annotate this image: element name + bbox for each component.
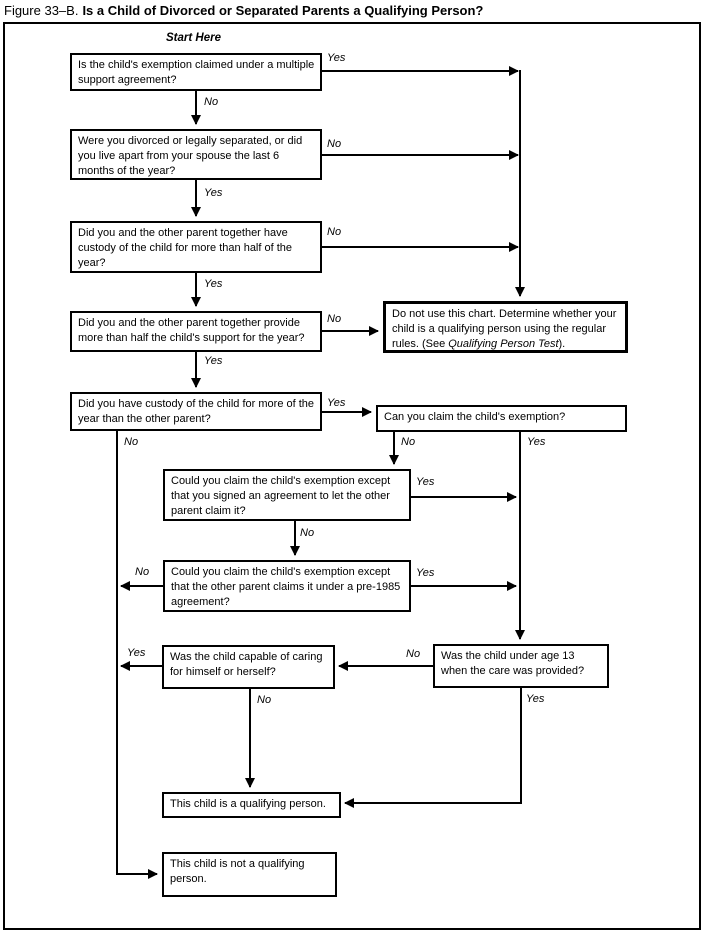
edge-label-under13-no: No bbox=[406, 648, 421, 660]
node-self-care-question: Was the child capable of caring for hims… bbox=[162, 645, 335, 689]
node-joint-custody-question: Did you and the other parent together ha… bbox=[70, 221, 322, 273]
edge-label-q6-yes: Yes bbox=[416, 476, 435, 488]
node-pre1985-agreement-question: Could you claim the child's exemption ex… bbox=[163, 560, 411, 612]
node-custody-majority-question: Did you have custody of the child for mo… bbox=[70, 392, 322, 431]
node-text: Did you and the other parent together pr… bbox=[78, 317, 305, 344]
node-divorced-separated-question: Were you divorced or legally separated, … bbox=[70, 129, 322, 180]
node-qualifying-person-result: This child is a qualifying person. bbox=[162, 792, 341, 818]
node-joint-support-question: Did you and the other parent together pr… bbox=[70, 311, 322, 352]
edge-label-canclaim-no: No bbox=[401, 436, 416, 448]
edge-label-q5-no: No bbox=[124, 436, 139, 448]
node-signed-agreement-question: Could you claim the child's exemption ex… bbox=[163, 469, 411, 521]
edge-under13-yes-line bbox=[344, 688, 522, 808]
figure-title-text: Is a Child of Divorced or Separated Pare… bbox=[82, 3, 484, 18]
node-text: Is the child's exemption claimed under a… bbox=[78, 59, 315, 86]
edge-label-q6-no: No bbox=[300, 527, 315, 539]
edge-label-q1-yes: Yes bbox=[327, 52, 346, 64]
node-do-not-use-chart-result: Do not use this chart. Determine whether… bbox=[383, 301, 628, 353]
edge-label-q1-no: No bbox=[204, 96, 219, 108]
node-text: Could you claim the child's exemption ex… bbox=[171, 566, 401, 608]
node-text: Was the child capable of caring for hims… bbox=[170, 651, 323, 678]
figure-title: Figure 33–B.Is a Child of Divorced or Se… bbox=[4, 3, 483, 18]
node-text: Could you claim the child's exemption ex… bbox=[171, 475, 391, 517]
node-text: Was the child under age 13 when the care… bbox=[441, 650, 585, 677]
node-text: Did you and the other parent together ha… bbox=[78, 227, 293, 269]
edge-label-q7-yes: Yes bbox=[416, 567, 435, 579]
node-text: This child is not a qualifying person. bbox=[170, 858, 305, 885]
node-text-italic: Qualifying Person Test bbox=[448, 338, 559, 350]
edge-label-under13-yes: Yes bbox=[526, 693, 545, 705]
edge-label-q4-yes: Yes bbox=[204, 355, 223, 367]
edge-label-q3-no: No bbox=[327, 226, 342, 238]
node-text-pre: Do not use this chart. Determine whether… bbox=[392, 308, 617, 350]
edge-label-q5-yes: Yes bbox=[327, 397, 346, 409]
edge-label-q7-no: No bbox=[135, 566, 150, 578]
node-claim-exemption-question: Can you claim the child's exemption? bbox=[376, 405, 627, 432]
edge-label-q8-no: No bbox=[257, 694, 272, 706]
start-here-label: Start Here bbox=[166, 32, 221, 44]
edge-label-canclaim-yes: Yes bbox=[527, 436, 546, 448]
node-text-post: ). bbox=[558, 338, 566, 350]
edge-label-q4-no: No bbox=[327, 313, 342, 325]
node-under-age-13-question: Was the child under age 13 when the care… bbox=[433, 644, 609, 688]
edge-label-q2-yes: Yes bbox=[204, 187, 223, 199]
flowchart-frame bbox=[3, 22, 701, 930]
edge-label-q8-yes: Yes bbox=[127, 647, 146, 659]
figure-number: Figure 33–B. bbox=[4, 3, 79, 18]
edge-label-q2-no: No bbox=[327, 138, 342, 150]
node-multiple-support-question: Is the child's exemption claimed under a… bbox=[70, 53, 322, 91]
node-text: Did you have custody of the child for mo… bbox=[78, 398, 315, 425]
node-text: This child is a qualifying person. bbox=[170, 798, 326, 810]
edge-label-q3-yes: Yes bbox=[204, 278, 223, 290]
node-text: Were you divorced or legally separated, … bbox=[78, 135, 303, 177]
node-not-qualifying-person-result: This child is not a qualifying person. bbox=[162, 852, 337, 897]
edge-q5-no-trunk-left-line bbox=[116, 431, 158, 879]
node-text: Can you claim the child's exemption? bbox=[384, 411, 566, 423]
